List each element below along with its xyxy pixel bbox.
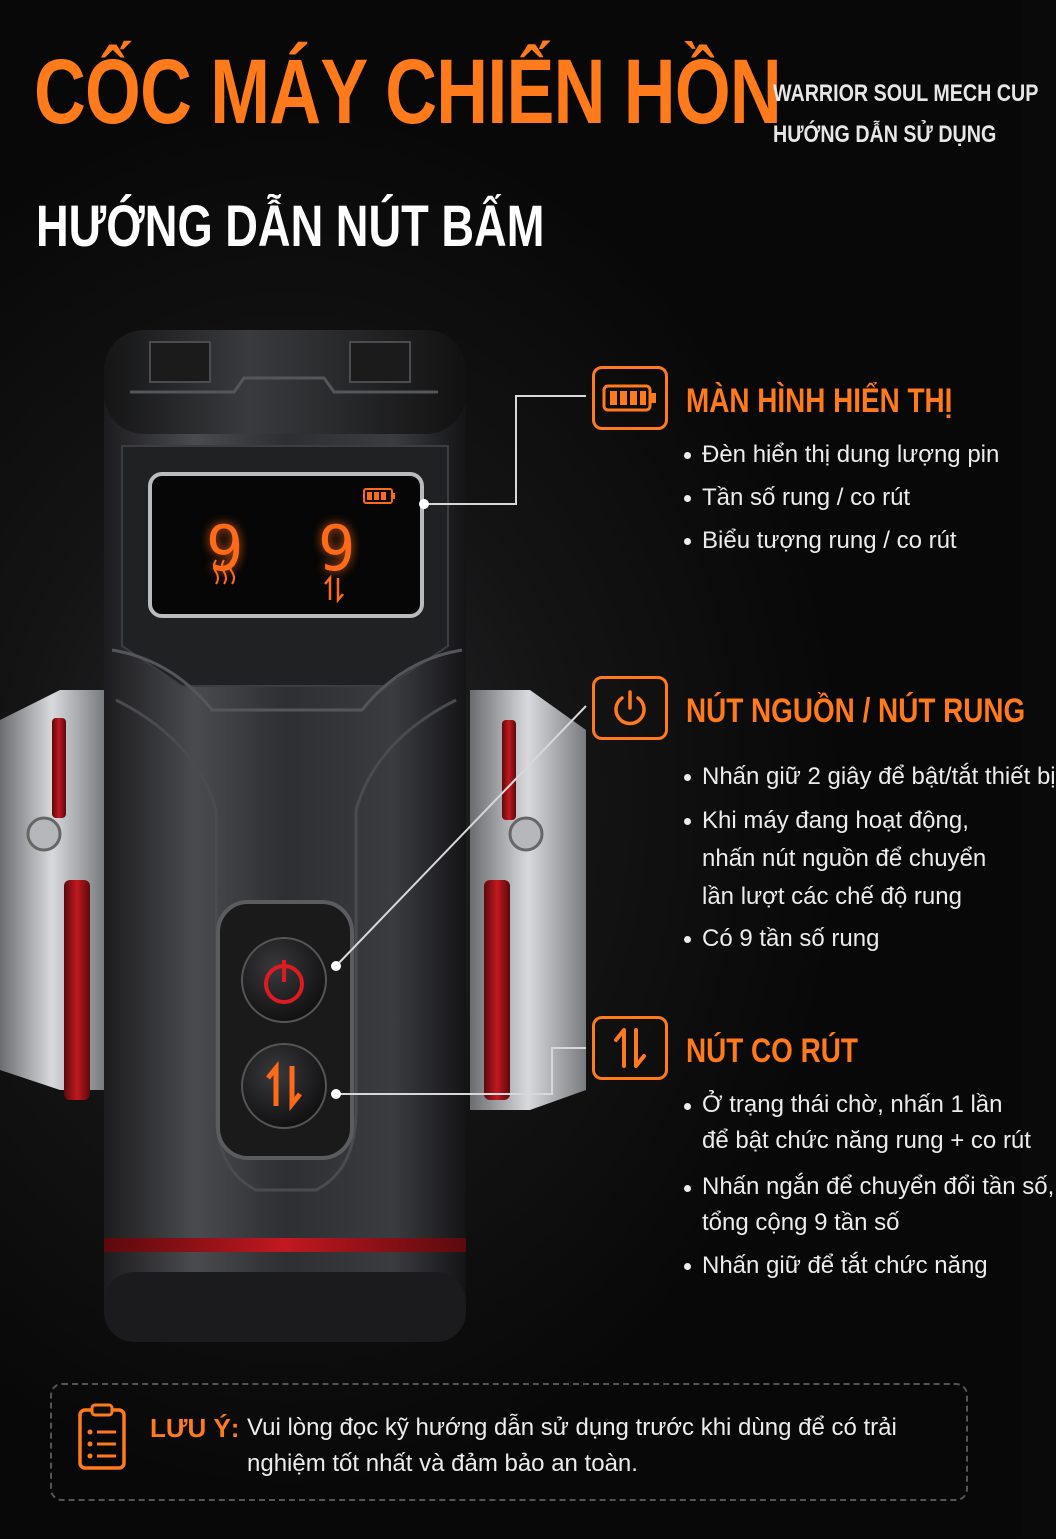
list-item: Nhấn giữ để tắt chức năng — [682, 1247, 1054, 1285]
device-illustration — [0, 330, 587, 1342]
subtitle-english: WARRIOR SOUL MECH CUP — [773, 80, 1039, 107]
power-feature-title: NÚT NGUỒN / NÚT RUNG — [686, 692, 1026, 730]
list-item-line: tổng cộng 9 tần số — [702, 1209, 900, 1236]
power-icon — [614, 690, 646, 726]
battery-icon — [602, 384, 656, 412]
note-label: LƯU Ý: — [150, 1413, 240, 1443]
section-title: HƯỚNG DẪN NÚT BẤM — [36, 194, 545, 259]
list-item-line: Ở trạng thái chờ, nhấn 1 lần — [702, 1091, 1003, 1118]
power-feature-icon-box — [592, 676, 668, 740]
list-item-line: nhấn nút nguồn để chuyển — [702, 845, 987, 872]
clipboard-icon — [78, 1403, 126, 1470]
list-item: Có 9 tần số rung — [682, 920, 1056, 958]
callout-line-stroke — [336, 1047, 586, 1095]
stroke-feature-list: Ở trạng thái chờ, nhấn 1 lần để bật chức… — [682, 1087, 1054, 1285]
list-item-line: lần lượt các chế độ rung — [702, 883, 962, 910]
callout-line-display — [424, 395, 586, 505]
stroke-feature-title: NÚT CO RÚT — [686, 1032, 858, 1070]
list-item-line: để bật chức năng rung + co rút — [702, 1127, 1031, 1154]
note-box — [50, 1383, 968, 1501]
list-item: Đèn hiển thị dung lượng pin — [682, 436, 999, 474]
list-item: Khi máy đang hoạt động, nhấn nút nguồn đ… — [682, 802, 1056, 916]
bottom-red-ring — [104, 1238, 466, 1252]
subtitle-vietnamese: HƯỚNG DẪN SỬ DỤNG — [773, 121, 997, 148]
list-item-line: Khi máy đang hoạt động, — [702, 807, 969, 834]
power-feature-list: Nhấn giữ 2 giây để bật/tắt thiết bị Khi … — [682, 758, 1056, 958]
list-item: Nhấn giữ 2 giây để bật/tắt thiết bị — [682, 758, 1056, 796]
display-feature-list: Đèn hiển thị dung lượng pin Tần số rung … — [682, 436, 999, 560]
list-item: Tần số rung / co rút — [682, 479, 999, 517]
list-item-line: Nhấn ngắn để chuyển đổi tần số, — [702, 1173, 1055, 1200]
note-text: Vui lòng đọc kỹ hướng dẫn sử dụng trước … — [247, 1414, 897, 1477]
list-item: Biểu tượng rung / co rút — [682, 522, 999, 560]
up-down-arrows-icon — [614, 1028, 646, 1068]
main-title: CỐC MÁY CHIẾN HỒN — [34, 41, 782, 143]
display-feature-title: MÀN HÌNH HIỂN THỊ — [686, 382, 953, 420]
screen-vibration-icon — [213, 559, 235, 585]
screen-arrows-icon — [324, 574, 344, 604]
list-item: Nhấn ngắn để chuyển đổi tần số, tổng cộn… — [682, 1169, 1054, 1241]
display-right-digit: 9 — [318, 512, 356, 585]
list-item: Ở trạng thái chờ, nhấn 1 lần để bật chức… — [682, 1087, 1054, 1159]
display-feature-icon-box — [592, 366, 668, 430]
callout-line-power — [335, 705, 587, 967]
stroke-feature-icon-box — [592, 1016, 668, 1080]
display-left-digit: 9 — [206, 512, 244, 585]
stroke-button — [241, 1043, 327, 1129]
